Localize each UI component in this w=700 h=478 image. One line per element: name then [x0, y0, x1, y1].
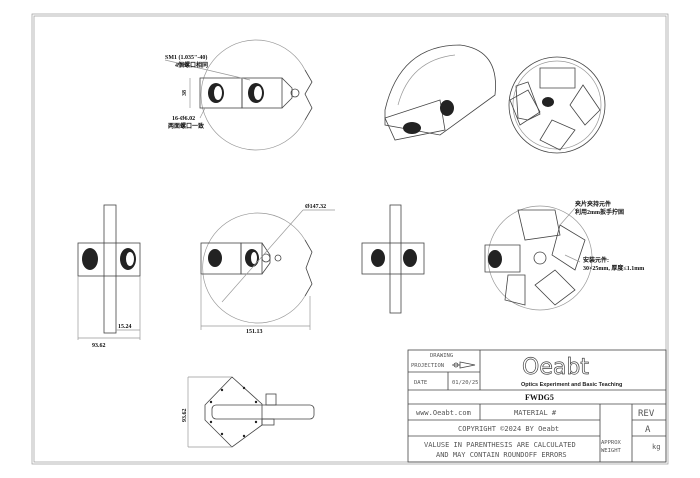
top-dim-height: 38 — [182, 90, 188, 96]
side-view-right — [361, 204, 425, 314]
dim-front-width: 151.13 — [246, 329, 263, 335]
drawing-frame — [31, 13, 669, 465]
drawing-label: DRAWING — [430, 353, 453, 359]
drawing-inner-frame — [33, 15, 667, 463]
company-logo: Oeabt Optics Experiment and Basic Teachi… — [521, 355, 622, 388]
clamp-note-1: 夹片夹持元件 — [575, 200, 611, 208]
projection-symbol-icon — [452, 361, 476, 369]
weight-unit: kg — [652, 443, 660, 451]
dim-side-width: 93.62 — [92, 343, 106, 349]
copyright: COPYRIGHT ©2024 BY Oeabt — [458, 425, 559, 433]
note-line-1: VALUSE IN PARENTHESIS ARE CALCULATED — [424, 441, 576, 449]
date-label: DATE — [414, 380, 427, 386]
hole-note: 16-Ø6.02 — [172, 116, 195, 122]
title-block: DRAWING PROJECTION DATE 01/20/25 Oeabt O… — [407, 349, 667, 463]
thread-note-2: 4個螺口相同 — [175, 61, 208, 69]
mount-note-2: 30×25mm, 厚度≤1.1mm — [583, 264, 644, 272]
website: www.Oeabt.com — [416, 409, 471, 417]
isometric-view-bottom-right: 夹片夹持元件 利用2mm扳手拧固 安装元件: 30×25mm, 厚度≤1.1mm — [484, 200, 644, 311]
thread-note: SM1 (1.035"-40) — [165, 54, 207, 61]
logo-text: Oeabt — [522, 355, 589, 380]
isometric-view-right — [508, 56, 606, 154]
bottom-view: 93.62 — [182, 376, 315, 448]
clamp-note-2: 利用2mm扳手拧固 — [574, 208, 624, 216]
logo-tagline: Optics Experiment and Basic Teaching — [521, 382, 622, 388]
hole-note-2: 两面螺口一致 — [168, 122, 205, 130]
mount-note-1: 安装元件: — [583, 256, 609, 264]
front-view: Ø147.32 151.13 — [200, 204, 335, 335]
side-view-left: 15.24 93.62 — [77, 204, 141, 349]
isometric-view-left — [384, 44, 496, 141]
note-line-2: AND MAY CONTAIN ROUNDOFF ERRORS — [436, 451, 567, 459]
projection-label: PROJECTION — [411, 363, 444, 369]
rev-value: A — [645, 425, 651, 435]
dim-thickness: 15.24 — [118, 324, 132, 330]
approx-label: APPROX — [601, 440, 622, 446]
dim-diameter: Ø147.32 — [305, 204, 326, 210]
date-value: 01/20/25 — [452, 380, 479, 386]
dim-bottom-height: 93.62 — [182, 409, 188, 423]
rev-label: REV — [638, 409, 655, 419]
top-view: 38 SM1 (1.035"-40) 4個螺口相同 16-Ø6.02 两面螺口一… — [164, 39, 313, 151]
material-label: MATERIAL # — [514, 409, 557, 417]
part-number: FWDG5 — [525, 393, 554, 402]
weight-label: WEIGHT — [601, 448, 622, 454]
